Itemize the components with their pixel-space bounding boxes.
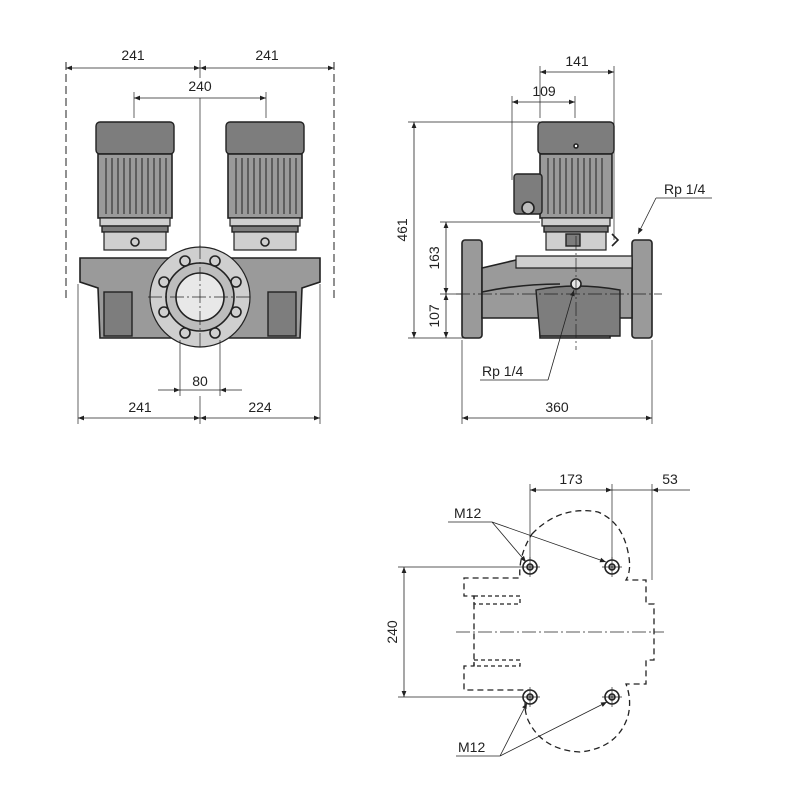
- leader-m12-top-a: [491, 521, 527, 563]
- base-footprint-notch-bottom: [473, 659, 521, 667]
- side-motor-fins: [547, 158, 603, 214]
- label-rp-top: Rp 1/4: [664, 181, 705, 197]
- side-flange-left: [461, 239, 483, 339]
- side-flow-line: [481, 283, 561, 293]
- dim-text-360: 360: [545, 399, 569, 415]
- front-flange-bolts: [158, 255, 242, 339]
- left-motor-ring: [101, 225, 169, 233]
- right-motor-cap: [225, 121, 305, 155]
- dim-text-motor-spacing: 240: [188, 78, 212, 94]
- dim-text-163: 163: [426, 246, 442, 270]
- right-motor-flange: [229, 217, 301, 227]
- side-flange-right: [631, 239, 653, 339]
- hole-top-left: [520, 557, 540, 577]
- front-view: 241 241 240: [65, 47, 335, 424]
- side-motor: [513, 121, 620, 251]
- hole-bottom-right: [602, 687, 622, 707]
- dim-text-173: 173: [559, 471, 583, 487]
- dim-text-top-right: 241: [255, 47, 279, 63]
- front-housing-leg-left: [103, 291, 133, 337]
- side-coupling-marker: [611, 233, 620, 247]
- front-pump-housing: [79, 245, 321, 350]
- dim-text-240: 240: [384, 620, 400, 644]
- leader-rp-bottom: [547, 289, 575, 381]
- base-holes: [520, 557, 622, 707]
- leader-rp-top: [637, 197, 657, 235]
- left-motor-flange: [99, 217, 171, 227]
- dim-text-461: 461: [394, 218, 410, 242]
- right-motor-fins: [235, 158, 297, 214]
- hole-bottom-left: [520, 687, 540, 707]
- side-motor-ring: [543, 225, 609, 233]
- side-cable-gland: [521, 201, 535, 215]
- dim-text-port-diameter: 80: [192, 373, 208, 389]
- label-m12-top: M12: [454, 505, 481, 521]
- leader-m12-top-b: [491, 521, 607, 563]
- base-footprint-outline: [463, 510, 655, 753]
- dim-text-141: 141: [565, 53, 589, 69]
- label-m12-bottom: M12: [458, 739, 485, 755]
- left-motor-cap: [95, 121, 175, 155]
- right-motor-ring: [231, 225, 299, 233]
- side-motor-cap: [537, 121, 615, 155]
- dim-text-109: 109: [532, 83, 556, 99]
- dim-text-bottom-right: 224: [248, 399, 272, 415]
- side-motor-vent: [573, 143, 579, 149]
- right-motor-body: [227, 153, 303, 219]
- side-coupling-guard: [565, 233, 581, 247]
- side-pump-housing: [456, 236, 662, 350]
- side-motor-flange: [541, 217, 611, 227]
- leader-m12-bottom-a: [499, 702, 528, 757]
- base-footprint-notch-top: [473, 595, 521, 605]
- label-rp-bottom: Rp 1/4: [482, 363, 523, 379]
- right-motor: [225, 121, 305, 251]
- left-motor: [95, 121, 175, 251]
- dim-text-top-left: 241: [121, 47, 145, 63]
- side-motor-body: [539, 153, 613, 219]
- dim-text-53: 53: [662, 471, 678, 487]
- front-housing-leg-right: [267, 291, 297, 337]
- leader-m12-bottom-b: [499, 701, 608, 757]
- left-coupling: [103, 231, 167, 251]
- dim-text-107: 107: [426, 304, 442, 328]
- left-coupling-bolt: [130, 237, 140, 247]
- right-coupling-bolt: [260, 237, 270, 247]
- side-housing-volute: [535, 285, 621, 337]
- base-view: 173 53 240: [384, 471, 690, 757]
- dim-text-bottom-left: 241: [128, 399, 152, 415]
- left-motor-fins: [105, 158, 167, 214]
- right-coupling: [233, 231, 297, 251]
- hole-top-right: [602, 557, 622, 577]
- left-motor-body: [97, 153, 173, 219]
- side-housing-top: [515, 255, 633, 269]
- side-view: 141 109 461 163 107: [394, 53, 712, 424]
